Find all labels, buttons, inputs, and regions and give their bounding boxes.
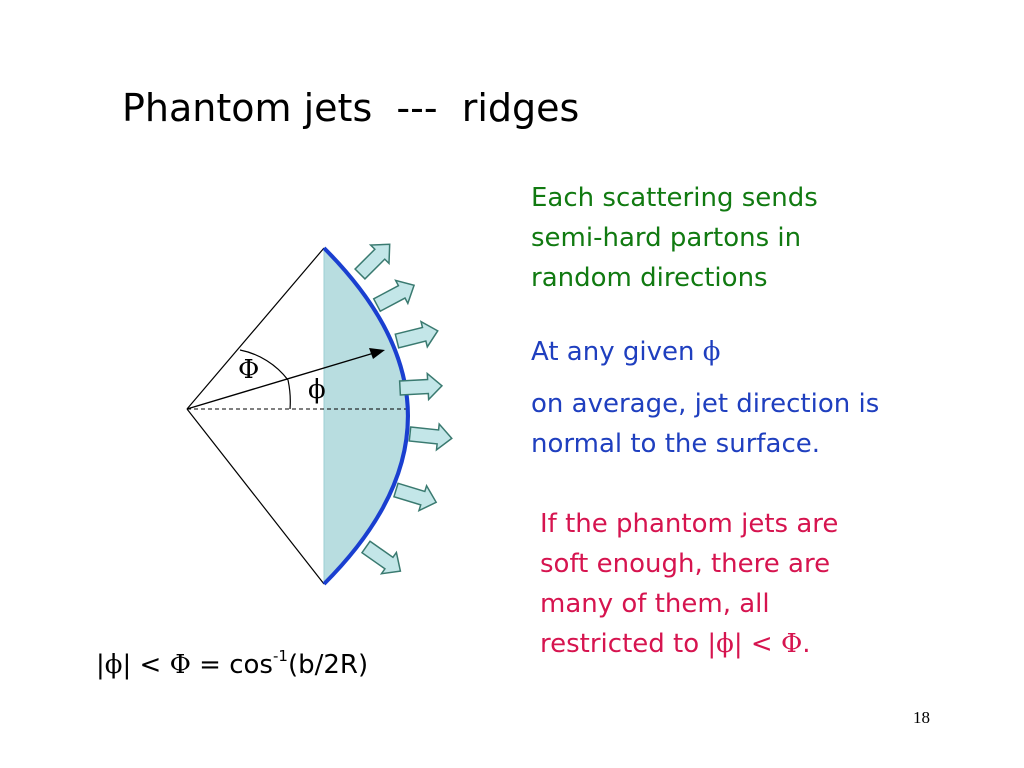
normal-direction-text: on average, jet direction is normal to t… <box>531 384 879 464</box>
formula-big-phi: Φ <box>169 650 191 680</box>
formula-tail: (b/2R) <box>287 650 369 680</box>
wedge-lower-edge <box>186 408 325 585</box>
restricted-phi: ϕ <box>716 629 734 659</box>
restricted-prefix: restricted to | <box>540 629 717 659</box>
phi-symbol: ϕ <box>702 337 721 367</box>
soft-line-2: soft enough, there are <box>540 549 831 579</box>
formula-mid: | < <box>122 650 170 680</box>
scattering-line-2: semi-hard partons in <box>531 223 802 253</box>
scattering-text: Each scattering sends semi-hard partons … <box>531 178 818 298</box>
direction-line <box>186 352 375 410</box>
normal-arrow-2 <box>372 279 416 313</box>
page-number: 18 <box>913 708 930 727</box>
formula-superscript: -1 <box>272 647 288 665</box>
restricted-mid: | < <box>733 629 781 659</box>
scattering-line-1: Each scattering sends <box>531 183 818 213</box>
formula-eq: = cos <box>190 650 273 680</box>
formula-phi: ϕ <box>104 650 123 680</box>
small-angle-label: ϕ <box>308 375 326 405</box>
at-any-given-label: At any given <box>531 337 703 367</box>
normal-line-2: normal to the surface. <box>531 429 821 459</box>
direction-arrowhead <box>369 348 385 359</box>
angle-formula: |ϕ| < Φ = cos-1(b/2R) <box>96 647 369 680</box>
slide-title: Phantom jets --- ridges <box>122 86 580 130</box>
wedge-upper-edge <box>186 247 325 410</box>
normal-arrow-5 <box>408 422 453 452</box>
soft-jets-text: If the phantom jets are soft enough, the… <box>540 504 838 664</box>
small-angle-arc <box>287 379 291 410</box>
normal-arrow-1 <box>353 243 391 281</box>
scattering-line-3: random directions <box>531 263 768 293</box>
surface-arc <box>322 246 410 586</box>
restricted-end: . <box>802 629 811 659</box>
formula-open: | <box>96 650 105 680</box>
soft-line-4: restricted to |ϕ| < Φ. <box>540 624 838 664</box>
soft-line-3: many of them, all <box>540 589 770 619</box>
normal-arrows <box>353 243 453 575</box>
normal-arrow-4 <box>398 371 444 402</box>
big-angle-arc <box>239 349 289 381</box>
normal-arrow-7 <box>360 540 402 575</box>
at-any-given-text: At any given ϕ <box>531 332 720 372</box>
soft-line-1: If the phantom jets are <box>540 509 839 539</box>
normal-line-1: on average, jet direction is <box>531 389 880 419</box>
normal-arrow-6 <box>393 482 438 513</box>
normal-arrow-3 <box>394 320 439 349</box>
restricted-big-phi: Φ <box>780 629 803 659</box>
big-angle-label: Φ <box>238 355 259 385</box>
